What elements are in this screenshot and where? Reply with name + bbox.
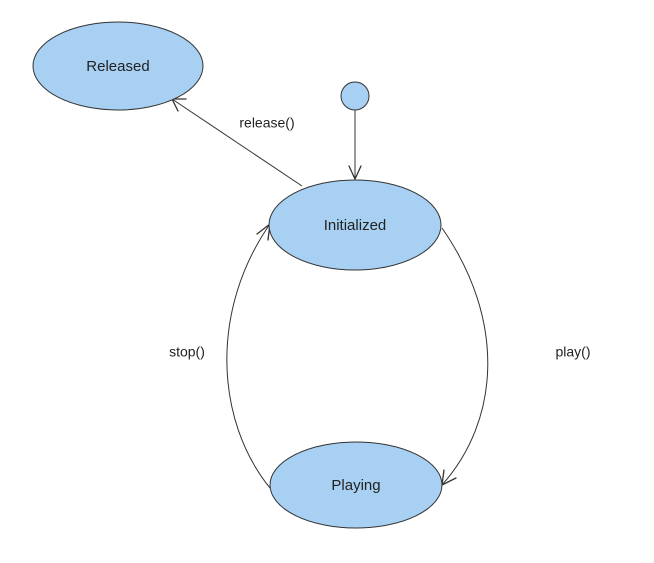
state-released-shape bbox=[32, 21, 204, 111]
state-initialized-label: Initialized bbox=[324, 217, 387, 234]
release-transition-edge bbox=[171, 98, 303, 187]
state-released-label: Released bbox=[86, 58, 149, 75]
state-initialized[interactable]: Initialized bbox=[268, 179, 442, 271]
release-transition-label: release() bbox=[239, 115, 294, 131]
state-playing[interactable]: Playing bbox=[269, 441, 443, 529]
initial-state-node bbox=[340, 81, 370, 111]
state-playing-label: Playing bbox=[331, 477, 380, 494]
play-transition-edge bbox=[441, 227, 489, 486]
stop-transition-label: stop() bbox=[169, 344, 205, 360]
state-released[interactable]: Released bbox=[32, 21, 204, 111]
stop-transition-edge bbox=[226, 223, 271, 489]
play-transition-label: play() bbox=[555, 344, 590, 360]
state-playing-shape bbox=[269, 441, 443, 529]
state-initialized-shape bbox=[268, 179, 442, 271]
initial-transition-arrowhead bbox=[348, 165, 362, 180]
